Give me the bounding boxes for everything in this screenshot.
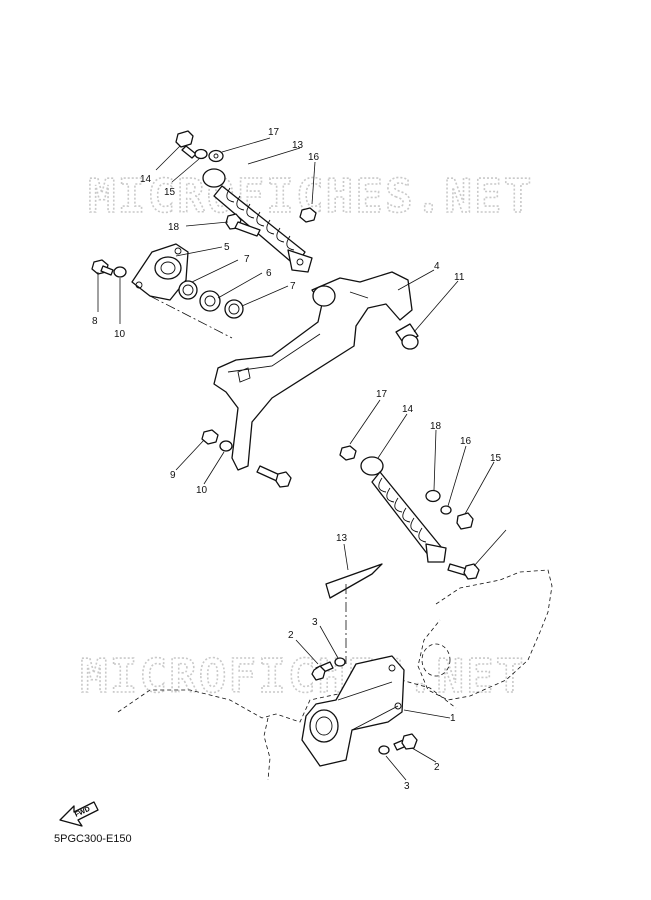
callout-7: 7 xyxy=(244,254,250,265)
callout-3: 3 xyxy=(404,781,410,792)
bracket-bolt-2a xyxy=(311,661,334,681)
lower-bolt-14 xyxy=(456,512,474,530)
callout-7: 7 xyxy=(290,281,296,292)
callout-3: 3 xyxy=(312,617,318,628)
swing-arm-4 xyxy=(213,271,413,471)
callout-6: 6 xyxy=(266,268,272,279)
callout-15: 15 xyxy=(164,187,176,198)
upper-washer-15 xyxy=(194,148,208,160)
label-12 xyxy=(325,563,383,599)
bracket-bolt-2b xyxy=(393,733,418,751)
upper-shock-absorber xyxy=(202,168,313,273)
callout-13: 14 xyxy=(402,404,414,415)
callout-14: 15 xyxy=(490,453,502,464)
upper-washer-17 xyxy=(208,149,224,163)
arm-bolt xyxy=(256,465,292,488)
upper-bolt-14 xyxy=(175,130,197,159)
bracket-bolt-8 xyxy=(91,259,114,276)
callout-10: 10 xyxy=(114,329,126,340)
lower-nut-16 xyxy=(339,445,357,461)
callout-17: 17 xyxy=(268,127,280,138)
bracket-washer-3b xyxy=(378,745,390,755)
pivot-bracket-5 xyxy=(131,243,189,301)
bearing-6 xyxy=(199,290,221,312)
fwd-arrow-icon: FWD xyxy=(59,801,99,827)
callout-2: 2 xyxy=(434,762,440,773)
oil-seal-7b xyxy=(224,299,244,319)
lower-bolt-18 xyxy=(447,563,480,580)
upper-bolt-18 xyxy=(225,213,261,237)
callout-14: 14 xyxy=(140,174,152,185)
callout-11: 11 xyxy=(454,272,465,283)
callout-9: 9 xyxy=(170,470,176,481)
arm-nut-9 xyxy=(201,429,219,445)
arm-washer-10 xyxy=(219,440,233,452)
upper-nut-16 xyxy=(299,207,317,223)
callout-12: 13 xyxy=(336,533,348,544)
callout-17: 18 xyxy=(430,421,442,432)
lower-washer-17 xyxy=(425,489,441,503)
callout-16: 17 xyxy=(376,389,388,400)
callout-10: 10 xyxy=(196,485,208,496)
mounting-bracket-1 xyxy=(301,655,405,767)
bracket-washer-10 xyxy=(113,266,127,278)
callout-18: 18 xyxy=(168,222,180,233)
callout-5: 5 xyxy=(224,242,230,253)
oil-seal-7a xyxy=(178,280,198,300)
callout-2: 2 xyxy=(288,630,294,641)
callout-16: 16 xyxy=(308,152,320,163)
bracket-washer-3a xyxy=(334,657,346,667)
callout-8: 8 xyxy=(92,316,98,327)
callout-4: 4 xyxy=(434,261,440,272)
diagram-code: 5PGC300-E150 xyxy=(54,833,132,845)
callout-15: 16 xyxy=(460,436,472,447)
lower-washer-15 xyxy=(440,505,452,515)
callout-1: 1 xyxy=(450,713,456,724)
bush-11 xyxy=(395,323,419,350)
lower-shock-absorber xyxy=(360,456,447,563)
callouts: 17 13 16 14 15 18 5 7 6 7 8 10 4 11 17 1… xyxy=(92,127,502,792)
callout-13: 13 xyxy=(292,140,304,151)
engine-case-outline xyxy=(117,569,553,781)
watermark-bottom: MICROFICHES.NET xyxy=(80,649,525,703)
